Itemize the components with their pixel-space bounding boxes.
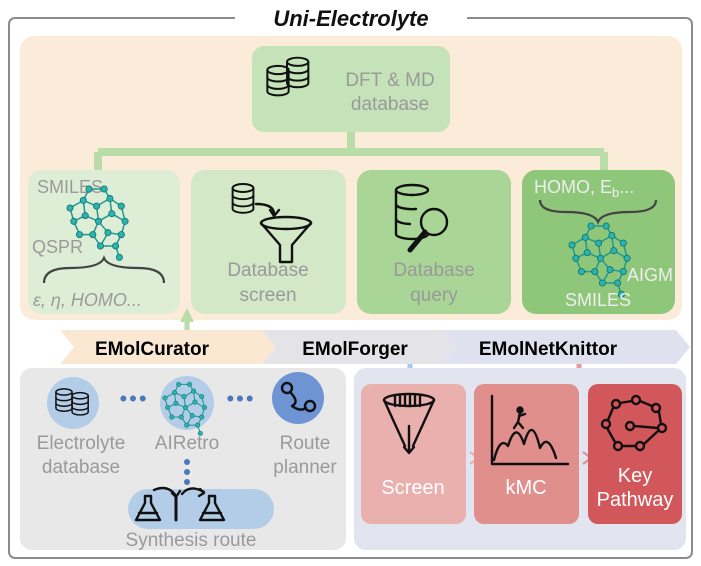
curator-smiles: SMILES: [37, 177, 103, 197]
dots-connector: •••: [119, 386, 148, 411]
query-box-line1: Database: [393, 260, 474, 281]
kmc-step-label: kMC: [505, 477, 546, 499]
key-pathway-step-box: [588, 384, 682, 524]
emolforger-label: EMolForger: [302, 339, 408, 360]
electrolyte-db-line2: database: [42, 457, 120, 478]
bar-forger: [262, 330, 456, 364]
screen-step-box: [361, 384, 466, 524]
dots-connector: •••: [226, 386, 255, 411]
emolnetknittor-label: EMolNetKnittor: [479, 339, 618, 360]
airetro-label: AIRetro: [155, 433, 219, 454]
key-pathway-line1: Key: [618, 465, 652, 487]
query-icon: [394, 183, 449, 253]
curator-properties: ε, η, HOMO...: [33, 290, 142, 310]
db-box-line1: DFT & MD: [345, 70, 434, 91]
emolcurator-label: EMolCurator: [95, 339, 210, 360]
kmc-landscape-icon: [490, 394, 570, 466]
bar-knittor: [442, 330, 690, 364]
diagram-title: Uni-Electrolyte: [273, 6, 428, 31]
brace-icon: [538, 199, 658, 225]
funnel-icon: [254, 202, 313, 264]
vertical-dots: [184, 459, 190, 485]
database-screen-box: [191, 170, 346, 314]
screen-funnel-icon: [382, 392, 436, 455]
key-pathway-line2: Pathway: [597, 489, 674, 511]
query-box-line2: query: [410, 285, 458, 306]
route-planner-circle: [272, 372, 324, 424]
aigm-label: AIGM: [627, 265, 673, 285]
route-planner-line1: Route: [280, 433, 331, 454]
screen-box-line1: Database: [227, 260, 308, 281]
pathway-network-icon: [600, 394, 668, 452]
top-panel: [20, 36, 682, 320]
aigm-smiles: SMILES: [565, 290, 631, 310]
dft-md-database-box: [252, 46, 450, 132]
screen-step-label: Screen: [381, 477, 444, 499]
brace-icon: [42, 255, 166, 284]
curator-qspr: QSPR: [32, 237, 83, 257]
route-planner-line2: planner: [273, 457, 337, 478]
synthesis-route-pill: [128, 489, 274, 529]
kmc-step-box: [474, 384, 579, 524]
screen-box-line2: screen: [239, 285, 296, 306]
db-box-line2: database: [351, 94, 429, 115]
db-connector: [94, 132, 608, 172]
bar-curator: [60, 330, 276, 364]
synthesis-route-label: Synthesis route: [126, 530, 257, 551]
route-icon: [280, 381, 317, 413]
curator-box: [28, 170, 180, 314]
electrolyte-db-line1: Electrolyte: [37, 433, 126, 454]
curator-up-arrow: [180, 308, 194, 330]
flask-icon: [134, 486, 226, 522]
aigm-properties: HOMO, Eb...: [534, 177, 634, 200]
